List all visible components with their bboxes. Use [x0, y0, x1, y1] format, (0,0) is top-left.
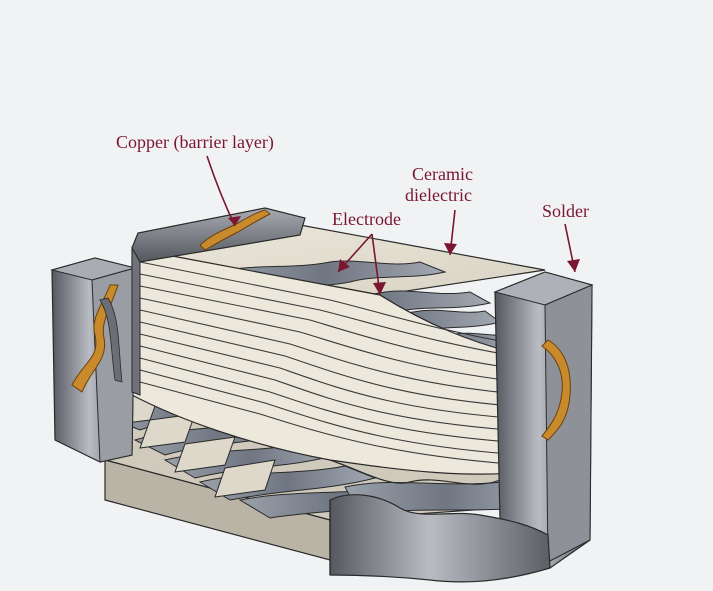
front-solder-cap — [329, 494, 551, 583]
copper-leader — [206, 155, 236, 227]
ceramic-label-line2: dielectric — [405, 185, 472, 205]
copper-label: Copper (barrier layer) — [116, 132, 274, 153]
ceramic-label-line1: Ceramic — [412, 164, 473, 184]
left-solder-end-cap — [50, 257, 137, 463]
right-solder-end-cap — [493, 271, 594, 569]
labels: Copper (barrier layer) Ceramic dielectri… — [116, 132, 589, 229]
electrode-label: Electrode — [332, 209, 401, 229]
leader-arrowheads — [228, 216, 580, 295]
solder-label: Solder — [542, 201, 589, 221]
back-left-solder-cap — [131, 207, 306, 396]
